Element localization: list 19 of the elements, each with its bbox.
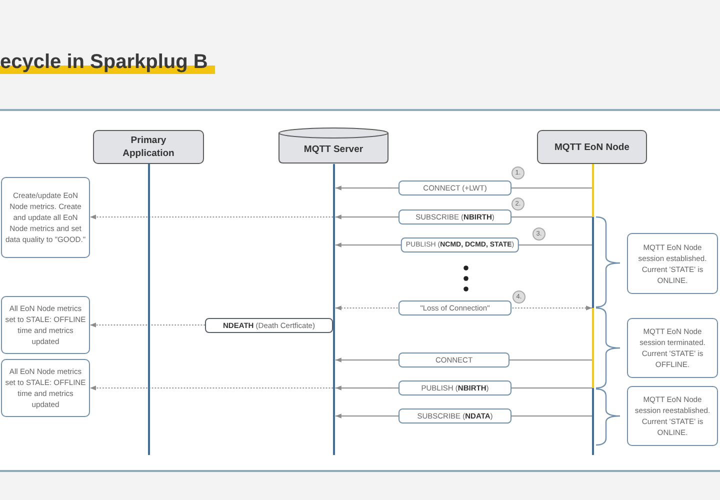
note-box <box>627 386 718 446</box>
participant-name: MQTT Server <box>304 143 364 156</box>
note-box <box>627 233 718 294</box>
participant-box <box>93 130 204 164</box>
message-box <box>205 318 333 333</box>
message-arrow <box>90 386 333 390</box>
participant-box <box>537 130 647 164</box>
server-cylinder <box>278 127 389 164</box>
lifeline <box>333 164 336 455</box>
message-arrow <box>90 322 205 328</box>
message-arrow <box>90 214 333 220</box>
note-box <box>1 359 90 417</box>
note-box <box>1 177 90 258</box>
note-box <box>627 318 718 378</box>
lifeline <box>592 164 594 455</box>
participant-name: MQTT EoN Node <box>554 140 630 154</box>
lifeline <box>148 164 150 455</box>
note-box <box>1 296 90 354</box>
participant-name: Primary Application <box>122 134 176 160</box>
